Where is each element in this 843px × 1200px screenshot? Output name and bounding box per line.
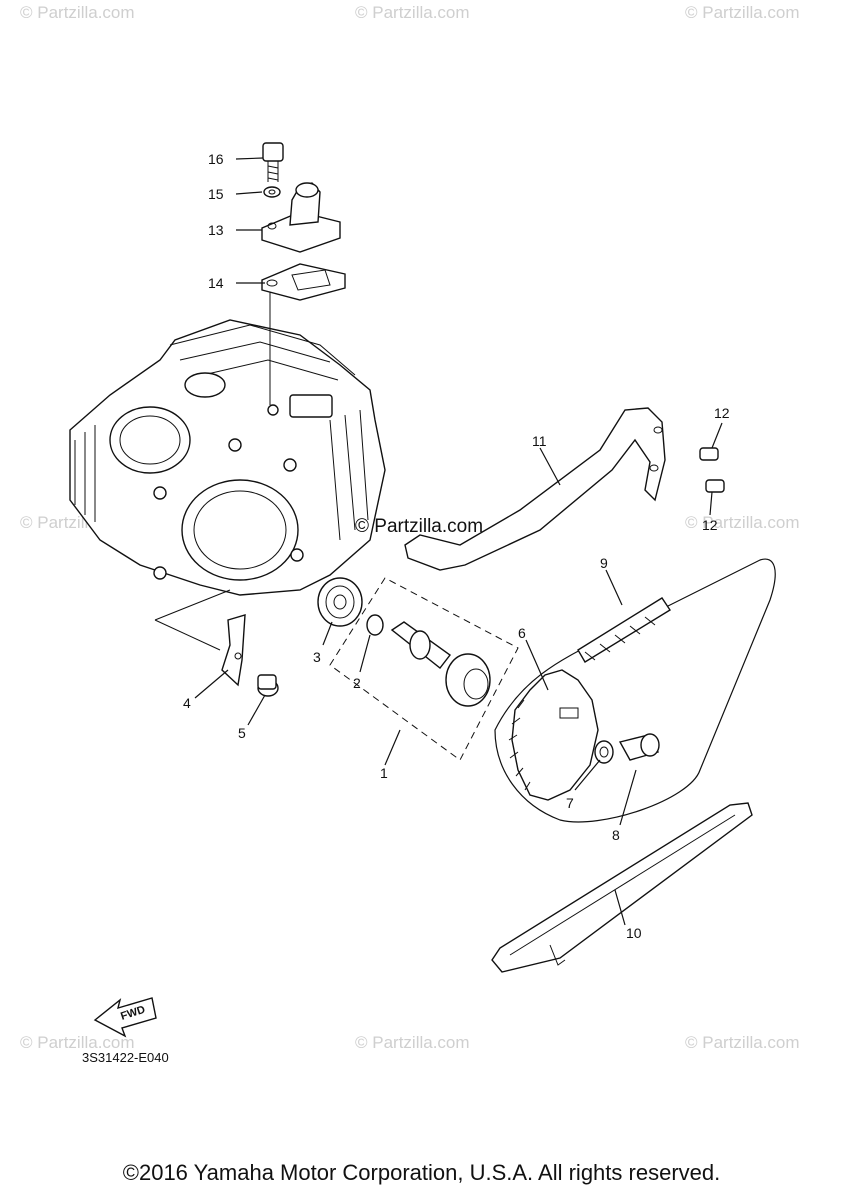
watermark-main: © Partzilla.com <box>355 516 483 537</box>
callout-10: 10 <box>626 925 642 941</box>
fwd-arrow-icon: FWD <box>93 997 157 1038</box>
cam-chain-tensioner <box>261 142 346 405</box>
watermark-faint: © Partzilla.com <box>685 1033 800 1052</box>
callout-12: 12 <box>714 405 730 421</box>
callout-8: 8 <box>612 827 620 843</box>
tensioner-guide <box>404 407 725 571</box>
parts-diagram: © Partzilla.com © Partzilla.com © Partzi… <box>20 3 800 1065</box>
callout-16: 16 <box>208 151 224 167</box>
leader-lines <box>194 157 723 926</box>
callout-labels: 16 15 13 14 11 12 12 9 6 3 2 4 5 1 7 8 1… <box>183 151 730 941</box>
cam-sprocket <box>508 669 660 801</box>
callout-14: 14 <box>208 275 224 291</box>
cam-chain <box>494 558 776 823</box>
watermark-faint-group: © Partzilla.com © Partzilla.com © Partzi… <box>20 3 800 1052</box>
copyright-notice: ©2016 Yamaha Motor Corporation, U.S.A. A… <box>122 1160 721 1185</box>
callout-6: 6 <box>518 625 526 641</box>
callout-3: 3 <box>313 649 321 665</box>
callout-1: 1 <box>380 765 388 781</box>
callout-12: 12 <box>702 517 718 533</box>
cylinder-head <box>69 319 386 596</box>
callout-13: 13 <box>208 222 224 238</box>
watermark-faint: © Partzilla.com <box>355 1033 470 1052</box>
callout-4: 4 <box>183 695 191 711</box>
camshaft-assembly <box>317 577 519 761</box>
callout-2: 2 <box>353 675 361 691</box>
callout-11: 11 <box>532 433 547 449</box>
watermark-faint: © Partzilla.com <box>355 3 470 22</box>
callout-15: 15 <box>208 186 224 202</box>
watermark-faint: © Partzilla.com <box>685 3 800 22</box>
diagram-code: 3S31422-E040 <box>82 1050 169 1065</box>
callout-7: 7 <box>566 795 574 811</box>
chain-guide <box>491 802 753 973</box>
watermark-faint: © Partzilla.com <box>20 3 135 22</box>
watermark-faint: © Partzilla.com <box>20 1033 135 1052</box>
callout-5: 5 <box>238 725 246 741</box>
callout-9: 9 <box>600 555 608 571</box>
watermark-faint: © Partzilla.com <box>685 513 800 532</box>
plate-and-bolt <box>154 589 279 697</box>
